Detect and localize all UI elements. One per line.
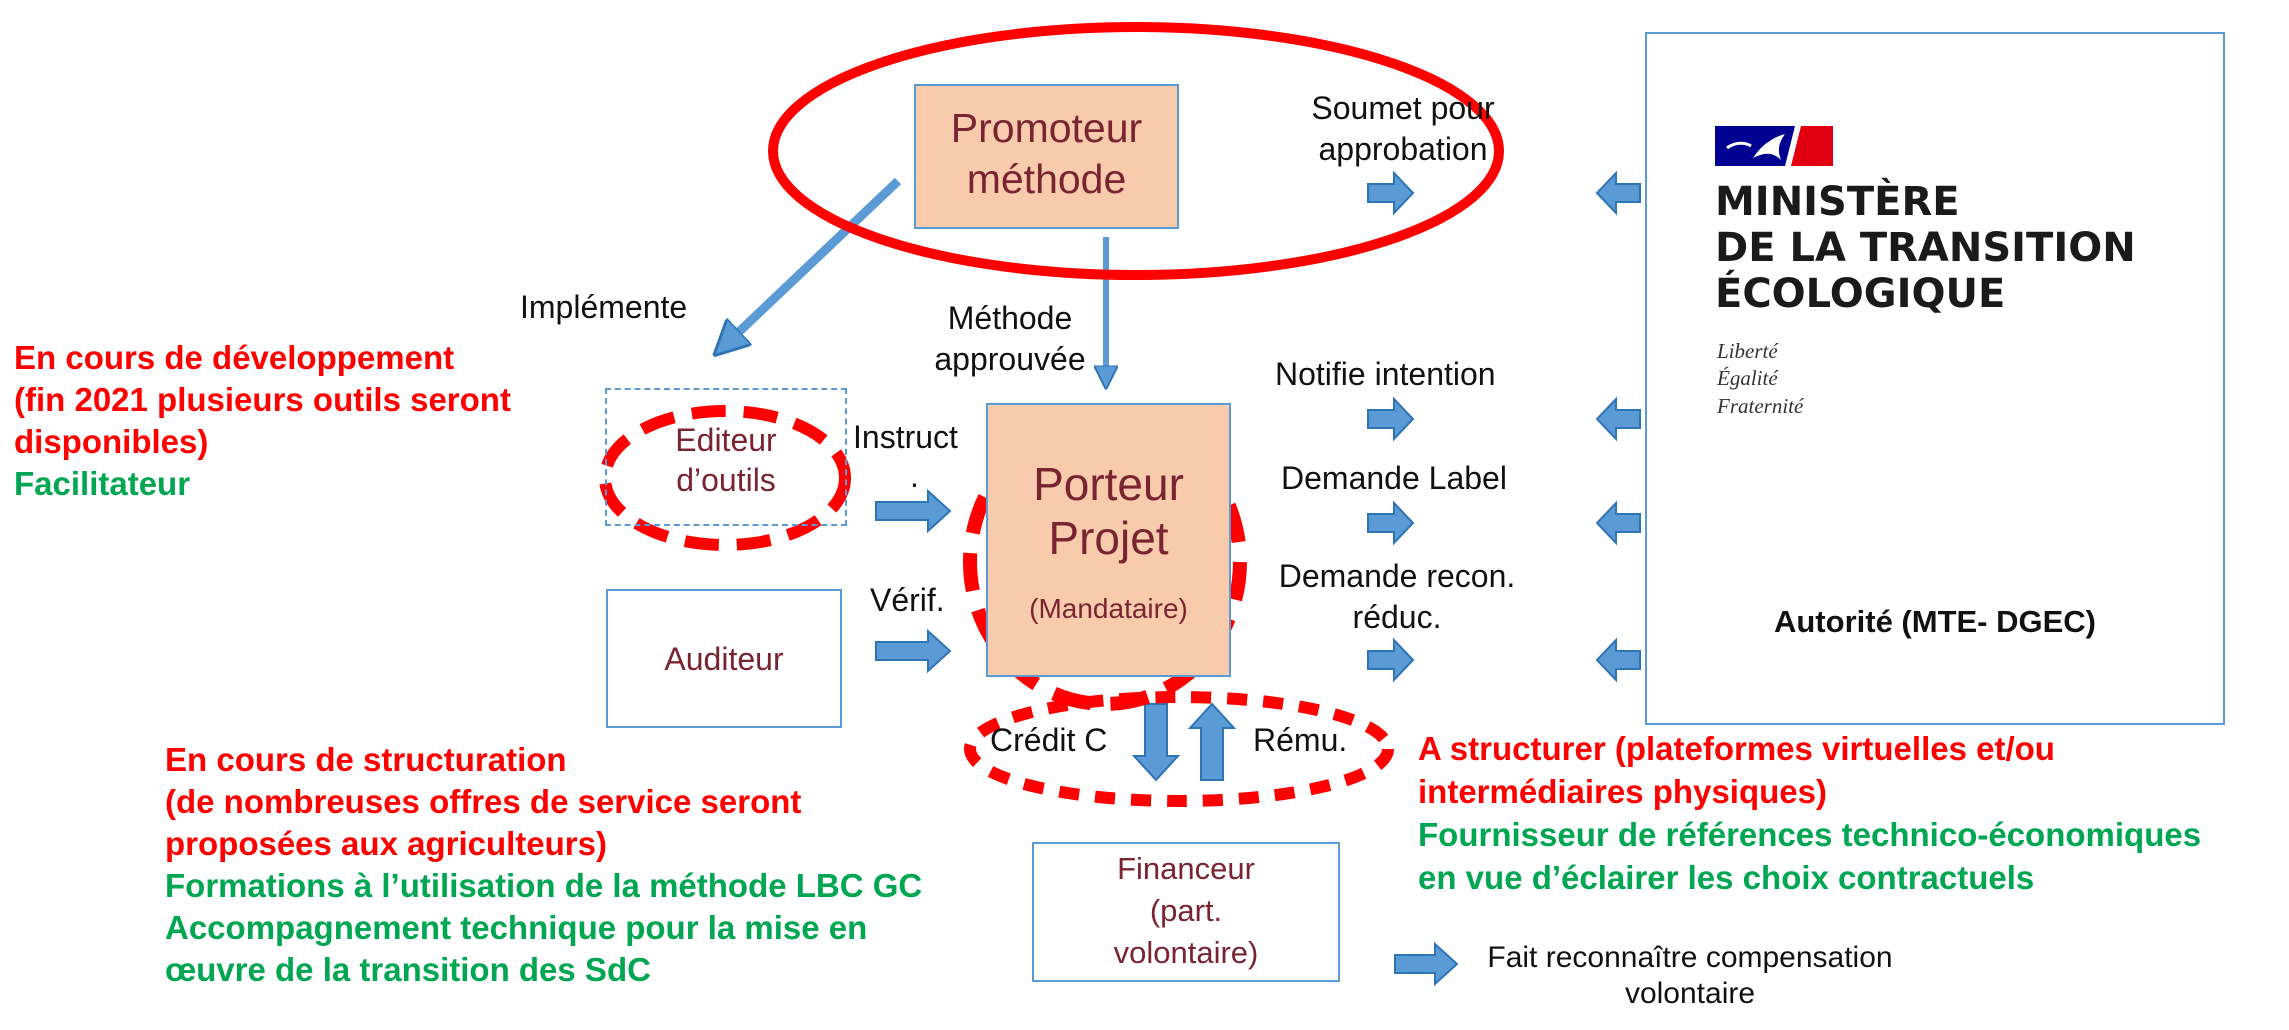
ministry-name-line2: DE LA TRANSITION <box>1715 225 2136 271</box>
soumet-label-line2: approbation <box>1318 130 1488 167</box>
financeur-label-line3: volontaire) <box>1113 935 1259 971</box>
promoteur-box: Promoteur méthode <box>914 84 1179 229</box>
porteur-label-line2: Projet <box>1048 512 1169 565</box>
authority-box: MINISTÈRE DE LA TRANSITION ÉCOLOGIQUE Li… <box>1645 32 2225 725</box>
notifie-arrow <box>1367 396 1415 442</box>
promoteur-highlight <box>768 22 1504 280</box>
promoteur-label-line2: méthode <box>966 156 1127 203</box>
fait-label-line2: volontaire <box>1624 977 1756 1010</box>
promoteur-label-line1: Promoteur <box>950 105 1143 151</box>
methode-label-line1: Méthode <box>947 300 1073 336</box>
structuring-note-green-3: œuvre de la transition des SdC <box>165 950 651 988</box>
verif-label: Vérif. <box>870 582 945 618</box>
credit-highlight <box>964 691 1394 807</box>
soumet-arrow <box>1367 170 1415 216</box>
structuring-note-red-3: proposées aux agriculteurs) <box>165 824 607 862</box>
demande-recon-line1: Demande recon. <box>1278 558 1516 594</box>
demande-label-label: Demande Label <box>1281 460 1507 496</box>
soumet-label: Soumet pour approbation <box>1283 88 1523 169</box>
notifie-label: Notifie intention <box>1275 356 1496 392</box>
dev-note-red-3: disponibles) <box>14 422 209 460</box>
verif-arrow <box>875 628 952 674</box>
credit-label: Crédit C <box>990 722 1108 758</box>
ministry-name-line1: MINISTÈRE <box>1715 179 1960 225</box>
authority-arrow-4 <box>1595 637 1641 683</box>
structuring-note: En cours de structuration (de nombreuses… <box>165 739 922 990</box>
ministry-name: MINISTÈRE DE LA TRANSITION ÉCOLOGIQUE <box>1715 179 2136 317</box>
structuring-note-red-1: En cours de structuration <box>165 741 567 778</box>
market-note-red-1: A structurer (plateformes virtuelles et/… <box>1418 730 2055 767</box>
remu-label: Rému. <box>1253 722 1348 758</box>
market-note-green-1: Fournisseur de références technico-écono… <box>1418 815 2202 853</box>
dev-note-red-1: En cours de développement <box>14 339 455 376</box>
instruct-arrow <box>875 488 952 534</box>
auditeur-label: Auditeur <box>664 641 784 677</box>
remu-arrow-up <box>1187 702 1237 781</box>
motto-fraternite: Fraternité <box>1717 393 1804 418</box>
motto-egalite: Égalité <box>1717 366 1778 391</box>
dev-note-green-1: Facilitateur <box>14 464 191 502</box>
porteur-label-line1: Porteur <box>1033 458 1184 510</box>
financeur-label-line2: (part. <box>1149 893 1223 929</box>
financeur-label-line1: Financeur <box>1117 851 1255 886</box>
credit-arrow-down <box>1131 703 1181 782</box>
authority-arrow-1 <box>1595 170 1641 216</box>
instruct-dot: . <box>910 458 919 494</box>
editeur-box: Editeur d’outils <box>605 388 847 526</box>
financeur-box: Financeur (part. volontaire) <box>1032 842 1340 982</box>
porteur-box: Porteur Projet (Mandataire) <box>986 403 1231 677</box>
demande-recon-line2: réduc. <box>1352 598 1442 635</box>
authority-arrow-3 <box>1595 500 1641 546</box>
demande-label-arrow <box>1367 500 1415 546</box>
market-note-green-2: en vue d’éclairer les choix contractuels <box>1418 858 2035 896</box>
ministry-name-line3: ÉCOLOGIQUE <box>1715 271 2006 317</box>
demande-recon-label: Demande recon. réduc. <box>1262 556 1532 637</box>
market-note-red-2: intermédiaires physiques) <box>1418 772 1827 810</box>
fait-label: Fait reconnaître compensation volontaire <box>1470 940 1910 1012</box>
instruct-label: Instruct <box>853 419 958 455</box>
republic-motto: Liberté Égalité Fraternité <box>1717 338 1803 420</box>
dev-note: En cours de développement (fin 2021 plus… <box>14 337 511 505</box>
fait-arrow <box>1394 941 1459 987</box>
french-flag-logo <box>1715 126 1833 166</box>
editeur-label-line1: Editeur <box>675 422 777 458</box>
implemente-label: Implémente <box>520 289 688 325</box>
methode-label-line2: approuvée <box>934 340 1086 377</box>
soumet-label-line1: Soumet pour <box>1311 90 1495 126</box>
market-note: A structurer (plateformes virtuelles et/… <box>1418 728 2201 900</box>
structuring-note-green-1: Formations à l’utilisation de la méthode… <box>165 866 923 904</box>
implemente-arrow <box>724 177 902 346</box>
auditeur-box: Auditeur <box>606 589 842 728</box>
demande-recon-arrow <box>1367 637 1415 683</box>
editeur-label-line2: d’outils <box>676 462 776 498</box>
motto-liberte: Liberté <box>1717 339 1778 363</box>
structuring-note-green-2: Accompagnement technique pour la mise en <box>165 908 868 946</box>
authority-arrow-2 <box>1595 396 1641 442</box>
authority-label: Autorité (MTE- DGEC) <box>1773 604 2097 639</box>
dev-note-red-2: (fin 2021 plusieurs outils seront <box>14 380 511 418</box>
structuring-note-red-2: (de nombreuses offres de service seront <box>165 782 802 820</box>
fait-label-line1: Fait reconnaître compensation <box>1487 941 1893 974</box>
porteur-sublabel: (Mandataire) <box>1029 593 1188 624</box>
methode-approuvee-label: Méthode approuvée <box>915 298 1105 379</box>
